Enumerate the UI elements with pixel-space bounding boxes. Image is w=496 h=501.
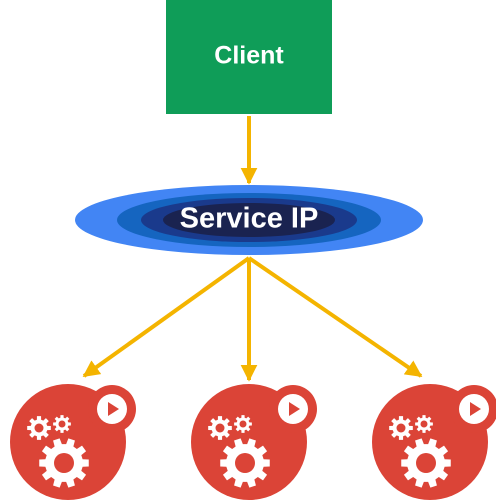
gears-icon xyxy=(27,415,89,488)
gears-icon xyxy=(208,415,270,488)
arrow-service-to-pod-3 xyxy=(247,256,423,378)
gear-big-hole xyxy=(416,453,436,473)
gear-big-hole xyxy=(235,453,255,473)
gear-small-2-hole xyxy=(420,420,428,428)
pods-group xyxy=(10,384,496,500)
client-label: Client xyxy=(214,42,284,70)
service-ring-core xyxy=(163,203,335,237)
gear-small-2-hole xyxy=(58,420,66,428)
play-icon xyxy=(470,402,481,416)
gear-small-1-hole xyxy=(34,423,44,433)
client-node: Client xyxy=(166,0,332,114)
arrow-service-to-pod-1 xyxy=(82,256,251,378)
gear-small-1-hole xyxy=(215,423,225,433)
play-icon xyxy=(108,402,119,416)
gear-small-2-hole xyxy=(239,420,247,428)
service-ip-node: Service IP xyxy=(75,185,423,255)
service-label: Service IP xyxy=(180,203,319,235)
pod-2 xyxy=(191,384,317,500)
gears-icon xyxy=(389,415,451,488)
pod-1 xyxy=(10,384,136,500)
gear-small-1-hole xyxy=(396,423,406,433)
play-icon xyxy=(289,402,300,416)
pod-3 xyxy=(372,384,496,500)
gear-big-hole xyxy=(54,453,74,473)
client-box xyxy=(166,0,332,114)
